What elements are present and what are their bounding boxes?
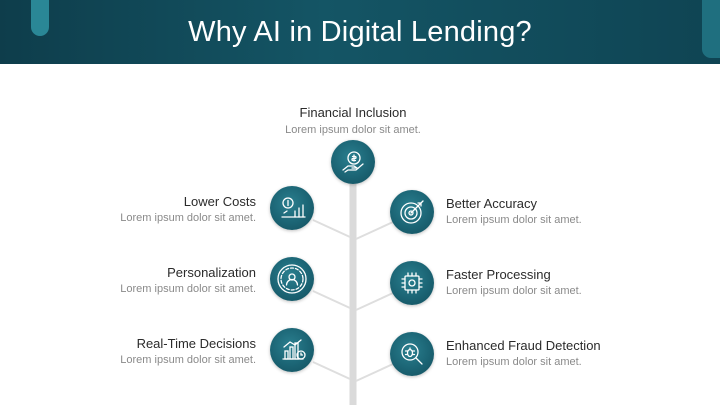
right-item-title-2: Faster Processing: [446, 267, 551, 282]
magnifier-bug-icon: [401, 343, 423, 365]
bar-chart-clock-icon: [282, 339, 306, 360]
node-real-time-decisions: [270, 328, 314, 372]
cost-chart-icon: [281, 197, 306, 218]
branch-faster-processing: [355, 292, 394, 311]
slide-title: Why AI in Digital Lending?: [188, 16, 532, 48]
left-item-title-2: Personalization: [167, 265, 256, 280]
top-item-title: Financial Inclusion: [299, 105, 407, 120]
right-item-desc-1: Lorem ipsum dolor sit amet.: [446, 214, 582, 226]
left-item-desc-1: Lorem ipsum dolor sit amet.: [120, 212, 256, 224]
node-financial-inclusion: [331, 140, 375, 184]
right-item-title-1: Better Accuracy: [446, 196, 538, 211]
node-fraud-detection: [390, 332, 434, 376]
target-icon: [400, 200, 424, 224]
branch-personalization: [312, 290, 351, 309]
top-item-desc: Lorem ipsum dolor sit amet.: [285, 124, 421, 136]
left-item-desc-2: Lorem ipsum dolor sit amet.: [120, 283, 256, 295]
title-bar-accent-right: [702, 0, 720, 58]
right-item-desc-2: Lorem ipsum dolor sit amet.: [446, 285, 582, 297]
left-item-desc-3: Lorem ipsum dolor sit amet.: [120, 354, 256, 366]
left-item-title-3: Real-Time Decisions: [136, 336, 256, 351]
node-faster-processing: [390, 261, 434, 305]
branch-fraud-detection: [355, 363, 394, 382]
left-item-title-1: Lower Costs: [183, 194, 256, 209]
node-better-accuracy: [390, 190, 434, 234]
right-item-desc-3: Lorem ipsum dolor sit amet.: [446, 356, 582, 368]
node-lower-costs: [270, 186, 314, 230]
user-gear-icon: [277, 264, 307, 294]
right-item-title-3: Enhanced Fraud Detection: [446, 338, 601, 353]
branch-better-accuracy: [355, 221, 394, 240]
title-bar-accent-left: [31, 0, 49, 36]
hand-coin-icon: [342, 151, 364, 173]
node-personalization: [270, 257, 314, 301]
branch-lower-costs: [312, 219, 351, 238]
title-bar: Why AI in Digital Lending?: [0, 0, 720, 64]
processor-gear-icon: [401, 272, 423, 294]
branch-real-time-decisions: [312, 361, 351, 380]
